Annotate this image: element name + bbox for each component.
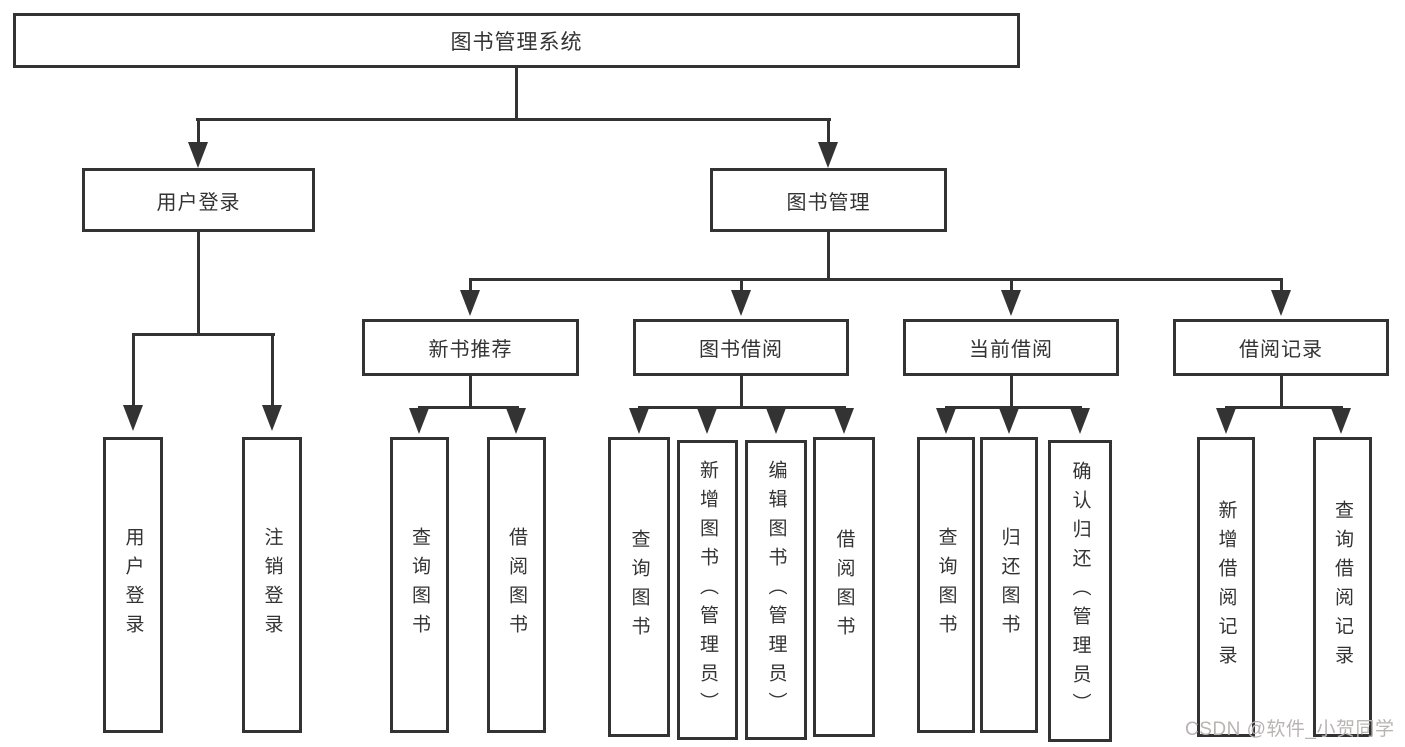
arrowhead-icon [766, 408, 786, 434]
arrowhead-icon [1216, 408, 1236, 434]
arrowhead-icon [731, 290, 751, 316]
arrowhead-icon [1331, 408, 1351, 434]
node-book-management: 图书管理 [710, 168, 947, 232]
connector-line [271, 333, 274, 407]
connector-line [1225, 406, 1343, 409]
arrowhead-icon [697, 408, 717, 434]
arrowhead-icon [1271, 290, 1291, 316]
connector-line [1010, 376, 1013, 408]
arrowhead-icon [999, 408, 1019, 434]
node-query-borrow-record: 查询借阅记录 [1313, 437, 1372, 737]
node-book-borrowing: 图书借阅 [633, 319, 849, 376]
node-query-books-recommend: 查询图书 [390, 437, 449, 733]
node-borrow-books-borrowing: 借阅图书 [813, 437, 875, 737]
node-add-books-admin: 新增图书（管理员） [677, 440, 738, 740]
connector-line [197, 232, 200, 336]
node-current-borrowing: 当前借阅 [903, 319, 1119, 376]
arrowhead-icon [936, 408, 956, 434]
connector-line [197, 118, 200, 146]
arrowhead-icon [818, 142, 838, 168]
connector-line [1280, 376, 1283, 408]
node-add-borrow-record: 新增借阅记录 [1197, 437, 1255, 737]
connector-line [827, 118, 830, 146]
watermark: CSDN @软件_小贺同学 [1185, 719, 1395, 740]
arrowhead-icon [262, 405, 282, 431]
connector-line [469, 376, 472, 408]
node-borrow-books-recommend: 借阅图书 [487, 437, 546, 733]
connector-line [1010, 278, 1013, 292]
arrowhead-icon [1001, 290, 1021, 316]
arrowhead-icon [188, 142, 208, 168]
node-logout-leaf: 注销登录 [242, 437, 302, 733]
connector-line [515, 66, 518, 120]
arrowhead-icon [506, 408, 526, 434]
connector-line [132, 333, 275, 336]
node-new-book-recommendation: 新书推荐 [362, 319, 579, 376]
connector-line [740, 278, 743, 292]
connector-line [1280, 278, 1283, 292]
node-query-books-current: 查询图书 [917, 437, 975, 733]
node-confirm-return-admin: 确认归还（管理员） [1048, 440, 1112, 742]
node-return-books: 归还图书 [980, 437, 1038, 733]
node-query-books-borrowing: 查询图书 [608, 437, 670, 737]
connector-line [469, 278, 472, 292]
arrowhead-icon [629, 408, 649, 434]
connector-line [469, 278, 1283, 281]
node-edit-books-admin: 编辑图书（管理员） [745, 440, 807, 740]
node-library-management-system: 图书管理系统 [13, 13, 1020, 68]
arrowhead-icon [1070, 408, 1090, 434]
node-borrowing-records: 借阅记录 [1173, 319, 1389, 376]
connector-line [418, 406, 519, 409]
arrowhead-icon [123, 405, 143, 431]
connector-line [827, 232, 830, 281]
arrowhead-icon [834, 408, 854, 434]
connector-line [945, 406, 1082, 409]
connector-line [132, 333, 135, 407]
connector-line [740, 376, 743, 408]
connector-line [638, 406, 846, 409]
connector-line [196, 118, 831, 121]
node-user-login-leaf: 用户登录 [103, 437, 163, 733]
arrowhead-icon [460, 290, 480, 316]
arrowhead-icon [409, 408, 429, 434]
node-user-login: 用户登录 [82, 168, 315, 232]
